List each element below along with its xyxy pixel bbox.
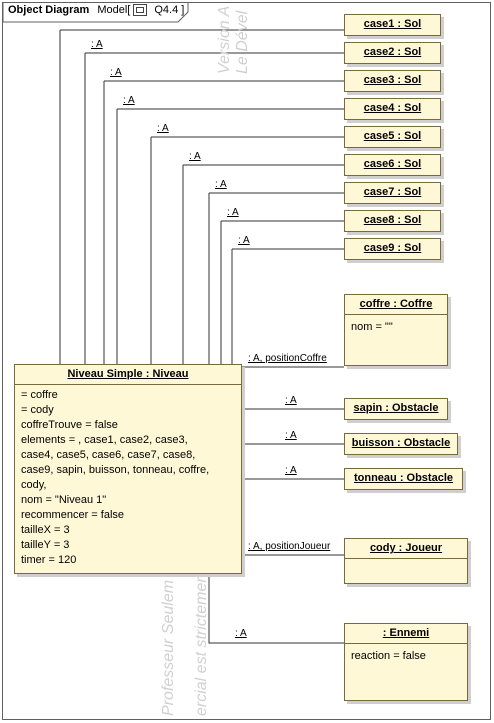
case-object[interactable]: case2 : Sol <box>344 42 441 64</box>
case-title: case8 : Sol <box>363 214 422 226</box>
case-title: case7 : Sol <box>363 186 422 198</box>
case-title: case1 : Sol <box>363 18 422 30</box>
case-object[interactable]: case8 : Sol <box>344 210 441 232</box>
case-title: case4 : Sol <box>363 102 422 114</box>
case-object[interactable]: case1 : Sol <box>344 14 441 36</box>
ennemi-title: : Ennemi <box>382 627 430 639</box>
ennemi-attribute: reaction = false <box>351 650 426 662</box>
niveau-attribute: nom = "Niveau 1" <box>21 494 107 506</box>
link-label: : A <box>157 123 169 134</box>
model-icon <box>133 4 148 16</box>
coffre-object[interactable]: coffre : Coffre nom = "" <box>344 294 448 366</box>
case-object[interactable]: case6 : Sol <box>344 154 441 176</box>
association-lines <box>59 29 344 644</box>
niveau-attribute: = coffre <box>21 389 58 401</box>
frame-tab-outline <box>2 3 189 23</box>
ennemi-link-line <box>208 574 344 644</box>
case-object[interactable]: case7 : Sol <box>344 182 441 204</box>
niveau-attribute: case9, sapin, buisson, tonneau, coffre, <box>21 464 210 476</box>
link-label: : A <box>285 430 297 441</box>
link-label: : A <box>189 151 201 162</box>
case-title: case6 : Sol <box>363 158 422 170</box>
link-label: : A <box>123 95 135 106</box>
case-object[interactable]: case9 : Sol <box>344 238 441 260</box>
coffre-link-label: : A, positionCoffre <box>248 353 327 364</box>
case-title: case3 : Sol <box>363 74 422 86</box>
joueur-object[interactable]: cody : Joueur <box>344 538 468 584</box>
case-title: case2 : Sol <box>363 46 422 58</box>
watermark-text: Version A <box>216 5 233 74</box>
niveau-object[interactable]: Niveau Simple : Niveau = coffre = cody co… <box>14 364 242 574</box>
case-object[interactable]: case3 : Sol <box>344 70 441 92</box>
niveau-attribute: case4, case5, case6, case7, case8, <box>21 449 196 461</box>
ennemi-object[interactable]: : Ennemi reaction = false <box>344 623 468 701</box>
model-label: Model <box>97 4 128 16</box>
diagram-name: Q4.4 <box>154 4 179 16</box>
coffre-attribute: nom = "" <box>351 321 393 333</box>
watermark-text: Le Dével <box>234 10 251 74</box>
niveau-attributes: = coffre = cody coffreTrouve = false eleme… <box>15 388 241 568</box>
coffre-title: coffre : Coffre <box>359 298 433 310</box>
joueur-link-label: : A, positionJoueur <box>248 541 331 552</box>
case-object[interactable]: case5 : Sol <box>344 126 441 148</box>
joueur-title: cody : Joueur <box>369 542 443 554</box>
link-label: : A <box>285 395 297 406</box>
obstacle-title: buisson : Obstacle <box>351 437 451 449</box>
obstacle-tonneau[interactable]: tonneau : Obstacle <box>344 468 463 490</box>
niveau-attribute: cody, <box>21 479 47 491</box>
niveau-title: Niveau Simple : Niveau <box>67 368 189 380</box>
obstacle-title: sapin : Obstacle <box>353 402 439 414</box>
watermark-text: ercial est strictemer <box>193 577 210 716</box>
niveau-attribute: tailleX = 3 <box>21 524 70 536</box>
link-label: : A <box>215 179 227 190</box>
link-label: : A <box>227 207 239 218</box>
niveau-attribute: coffreTrouve = false <box>21 419 118 431</box>
case-object[interactable]: case4 : Sol <box>344 98 441 120</box>
niveau-attribute: recommencer = false <box>21 509 125 521</box>
niveau-attribute: = cody <box>21 404 54 416</box>
link-label: : A <box>238 235 250 246</box>
watermark-text: Professeur Seulem <box>160 579 177 716</box>
link-label: : A <box>235 628 247 639</box>
link-label: : A <box>91 39 103 50</box>
diagram-type: Object Diagram <box>8 4 90 16</box>
niveau-attribute: elements = , case1, case2, case3, <box>21 434 188 446</box>
case-title: case5 : Sol <box>363 130 422 142</box>
diagram-tab: Object Diagram Model [ Q4.4 ] <box>8 4 185 16</box>
niveau-attribute: timer = 120 <box>21 554 77 566</box>
obstacle-title: tonneau : Obstacle <box>353 472 454 484</box>
link-label: : A <box>110 67 122 78</box>
obstacle-sapin[interactable]: sapin : Obstacle <box>344 398 448 420</box>
obstacle-buisson[interactable]: buisson : Obstacle <box>344 433 458 455</box>
niveau-attribute: tailleY = 3 <box>21 539 70 551</box>
link-label: : A <box>285 465 297 476</box>
case-title: case9 : Sol <box>363 242 422 254</box>
